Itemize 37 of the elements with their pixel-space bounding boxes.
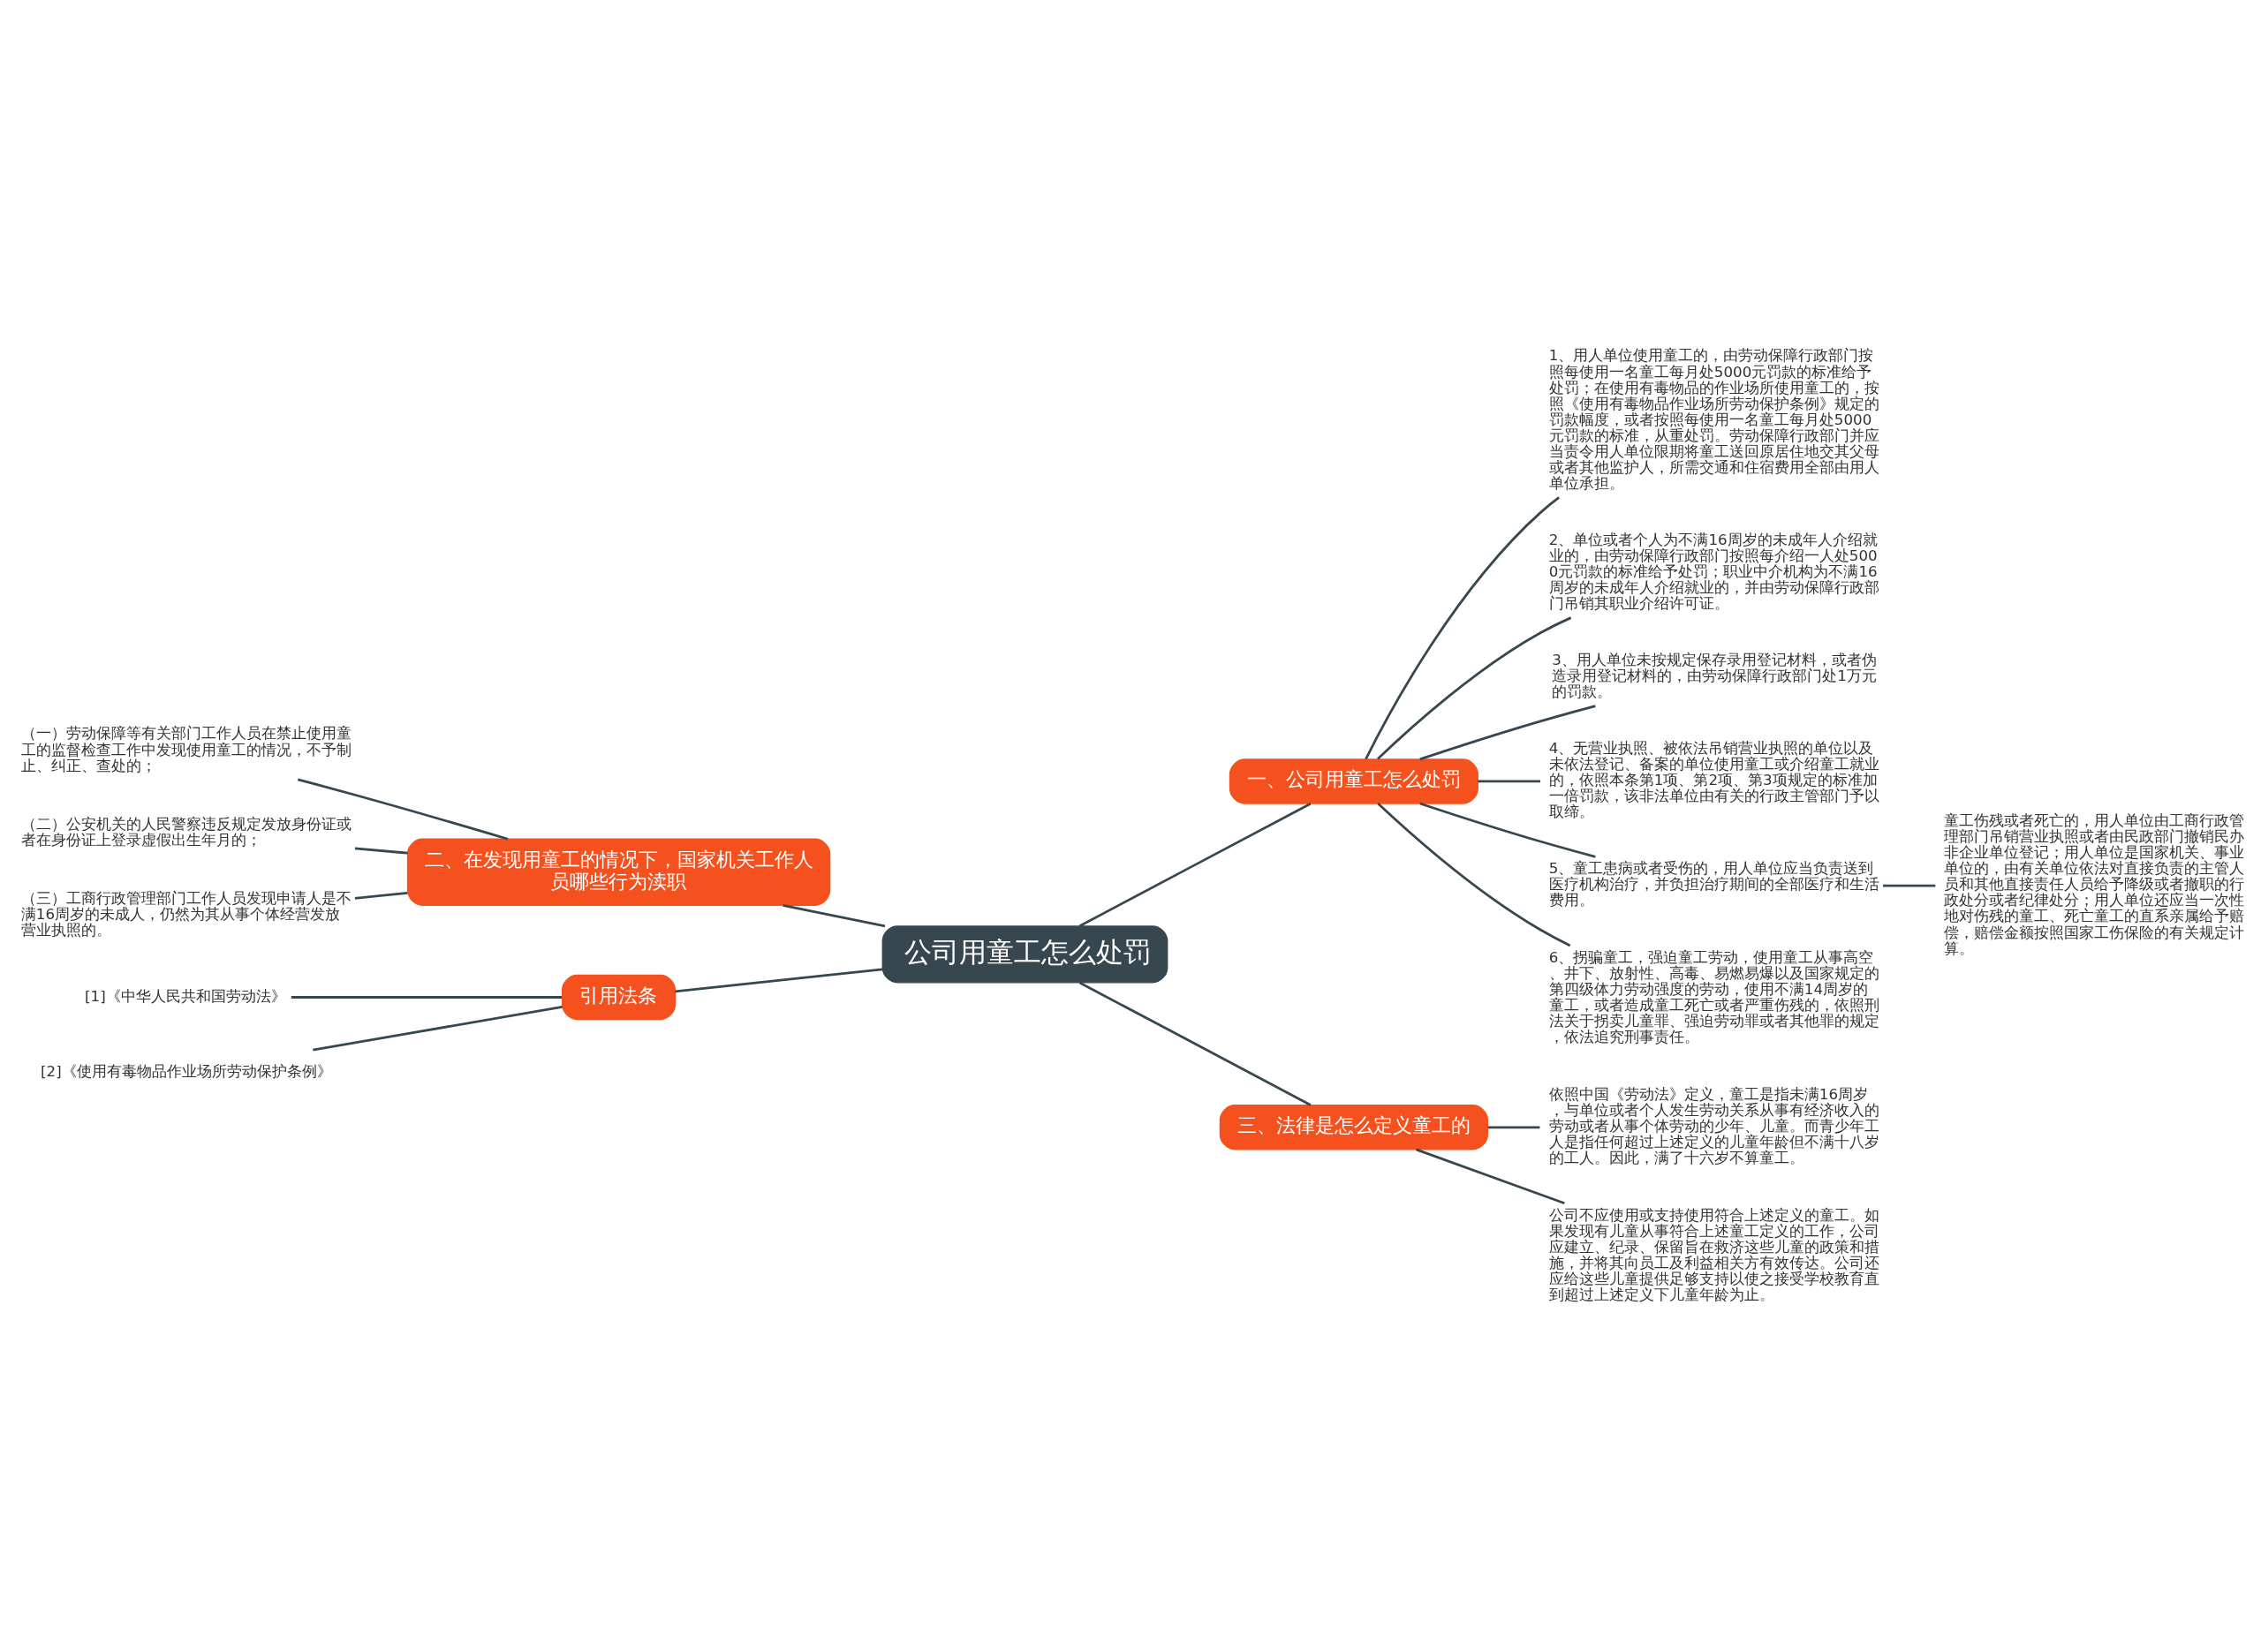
node-text: （二）公安机关的人民警察违反规定发放身份证或者在身份证上登录虚假出生年月的； <box>20 815 352 849</box>
node-text: 6、拐骗童工，强迫童工劳动，使用童工从事高空、井下、放射性、高毒、易燃易爆以及国家规定的第四级体力劳动强度的劳动，使用不满14周岁的童工，或者造成童工死亡或者严重伤残的，依照刑法关于拐卖儿童罪、强迫劳动罪或者其他罪的规定，依法追究刑事责任。 <box>1548 948 1879 1045</box>
connector <box>1478 780 1540 782</box>
connector <box>313 1005 563 1052</box>
node-text: 1、用人单位使用童工的，由劳动保障行政部门按照每使用一名童工每月处5000元罚款的标准给予处罚；在使用有毒物品的作业场所使用童工的，按照《使用有毒物品作业场所劳动保护条例》规定的罚款幅度，或者按照每使用一名童工每月处5000元罚款的标准，从重处罚。劳动保障行政部门并应当责令用人单位限期将童工送回原居住地交其父母或者其他监护人，所需交通和住宿费用全部由用人单位承担。 <box>1548 346 1879 492</box>
node-text: 3、用人单位未按规定保存录用登记材料，或者伪造录用登记材料的，由劳动保障行政部门处1万元的罚款。 <box>1552 651 1877 700</box>
connector <box>298 778 509 841</box>
connector <box>675 968 883 992</box>
node-text: [1]《中华人民共和国劳动法》 <box>85 987 286 1005</box>
connector <box>354 891 408 900</box>
connector <box>1883 884 1936 886</box>
node-text: （三）工商行政管理部门工作人员发现申请人是不满16周岁的未成人，仍然为其从事个体经营发放营业执照的。 <box>20 889 352 939</box>
node-text: 依照中国《劳动法》定义，童工是指未满16周岁，与单位或者个人发生劳动关系从事有经济收入的劳动或者从事个体劳动的少年、儿童。而青少年工人是指任何超过上述定义的儿童年龄但不满十八岁的工人。因此，满了十六岁不算童工。 <box>1548 1085 1879 1166</box>
node-box: 三、法律是怎么定义童工的 <box>1219 1104 1489 1150</box>
node-text: 公司不应使用或支持使用符合上述定义的童工。如果发现有儿童从事符合上述童工定义的工作，公司应建立、纪录、保留旨在救济这些儿童的政策和措施，并将其向员工及利益相关方有效传达。公司还应给这些儿童提供足够支持以使之接受学校教育直到超过上述定义下儿童年龄为止。 <box>1548 1206 1879 1303</box>
connector <box>783 903 886 927</box>
node-box: 一、公司用童工怎么处罚 <box>1229 758 1478 804</box>
connector <box>1415 1148 1565 1204</box>
node-box: 公司用童工怎么处罚 <box>881 924 1168 983</box>
connector <box>1078 981 1312 1106</box>
node-text: （一）劳动保障等有关部门工作人员在禁止使用童工的监督检查工作中发现使用童工的情况，不予制止、纠正、查处的； <box>20 724 352 774</box>
node-text: 5、童工患病或者受伤的，用人单位应当负责送到医疗机构治疗，并负担治疗期间的全部医疗和生活费用。 <box>1548 859 1879 909</box>
node-box: 引用法条 <box>561 974 677 1020</box>
node-text: 4、无营业执照、被依法吊销营业执照的单位以及未依法登记、备案的单位使用童工或介绍童工就业的，依照本条第1项、第2项、第3项规定的标准加一倍罚款，该非法单位由有关的行政主管部门予以取缔。 <box>1548 739 1879 820</box>
node-text: 童工伤残或者死亡的，用人单位由工商行政管理部门吊销营业执照或者由民政部门撤销民办非企业单位登记；用人单位是国家机关、事业单位的，由有关单位依法对直接负责的主管人员和其他直接责任人员给予降级或者撤职的行政处分或者纪律处分；用人单位还应当一次性地对伤残的童工、死亡童工的直系亲属给予赔偿，赔偿金额按照国家工伤保险的有关规定计算。 <box>1944 811 2245 957</box>
node-box: 二、在发现用童工的情况下，国家机关工作人员哪些行为渎职 <box>406 838 831 906</box>
connector <box>1419 704 1596 760</box>
connector <box>1487 1125 1540 1128</box>
node-text: 2、单位或者个人为不满16周岁的未成年人介绍就业的，由劳动保障行政部门按照每介绍一人处5000元罚款的标准给予处罚；职业中介机构为不满16周岁的未成年人介绍就业的，并由劳动保障行政部门吊销其职业介绍许可证。 <box>1548 531 1879 612</box>
node-text: [2]《使用有毒物品作业场所劳动保护条例》 <box>41 1062 332 1080</box>
connector <box>1365 495 1560 759</box>
connector <box>1419 802 1596 858</box>
connector <box>291 995 563 999</box>
connector <box>1078 802 1312 927</box>
connector <box>1377 615 1572 759</box>
connector <box>1377 802 1571 947</box>
connector <box>354 846 408 855</box>
